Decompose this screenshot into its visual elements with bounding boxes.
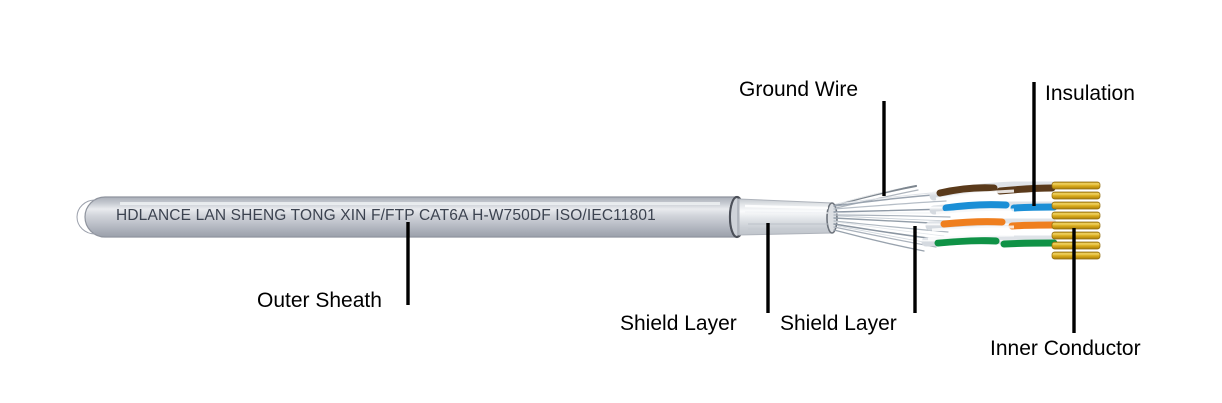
label-inner-conductor: Inner Conductor bbox=[990, 337, 1141, 360]
label-insulation: Insulation bbox=[1045, 82, 1135, 105]
shield-foil-layer bbox=[738, 198, 838, 236]
orange-pair bbox=[925, 218, 1058, 232]
leader-lines bbox=[406, 82, 1076, 333]
inner-conductors bbox=[1051, 181, 1101, 260]
brown-pair bbox=[929, 181, 1057, 201]
label-outer-sheath: Outer Sheath bbox=[257, 289, 382, 312]
label-shield-layer-1: Shield Layer bbox=[620, 312, 737, 335]
label-ground-wire: Ground Wire bbox=[739, 78, 859, 101]
blue-pair bbox=[929, 201, 1058, 215]
label-shield-layer-2: Shield Layer bbox=[780, 312, 897, 335]
green-pair bbox=[921, 233, 1058, 248]
cable-print-text: HDLANCE LAN SHENG TONG XIN F/FTP CAT6A H… bbox=[116, 207, 656, 224]
